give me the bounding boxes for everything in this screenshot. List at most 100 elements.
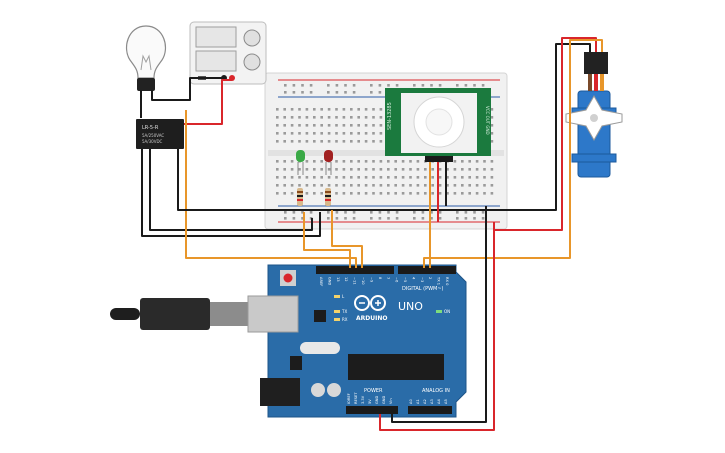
- wire-led-red[interactable]: [331, 210, 363, 268]
- breadboard-hole: [431, 168, 434, 171]
- breadboard-hole: [342, 124, 346, 127]
- wire-ground-servo[interactable]: [177, 43, 591, 211]
- breadboard-hole: [350, 184, 353, 187]
- wire-servo-signal[interactable]: [423, 39, 603, 268]
- breadboard-hole: [424, 168, 427, 171]
- wire-relay-signal[interactable]: [185, 110, 357, 268]
- led-green[interactable]: [296, 150, 305, 175]
- breadboard-hole: [276, 140, 279, 143]
- servo-mount-bottom: [571, 153, 617, 163]
- atmega-chip: [348, 354, 444, 380]
- breadboard-hole: [481, 211, 485, 214]
- led-red[interactable]: [324, 150, 333, 175]
- breadboard-hole: [438, 192, 442, 195]
- breadboard-hole: [276, 124, 279, 127]
- breadboard-hole: [305, 160, 309, 163]
- breadboard-hole: [320, 160, 323, 163]
- breadboard-hole: [387, 211, 390, 214]
- breadboard-hole: [481, 217, 485, 220]
- breadboard-hole: [387, 176, 390, 179]
- wire-led-green[interactable]: [303, 212, 351, 268]
- breadboard-hole: [335, 168, 338, 171]
- wire-5v-rail[interactable]: [379, 222, 495, 431]
- wire-gnd-rail[interactable]: [391, 206, 487, 423]
- breadboard-hole: [335, 140, 338, 143]
- wires[interactable]: [140, 37, 603, 431]
- dc-barrel-jack[interactable]: [260, 378, 300, 406]
- analog-header[interactable]: [408, 406, 452, 414]
- breadboard-hole: [290, 140, 294, 143]
- breadboard-hole: [350, 160, 353, 163]
- current-display: [195, 50, 237, 72]
- breadboard-hole: [364, 132, 368, 135]
- pin-label: ~10: [361, 277, 365, 285]
- breadboard-hole: [313, 108, 316, 111]
- reset-button[interactable]: [283, 273, 293, 283]
- voltage-knob[interactable]: [243, 29, 261, 47]
- wire-relay-ground-2[interactable]: [141, 149, 321, 237]
- breadboard-hole: [438, 211, 442, 214]
- wire-relay-supply[interactable]: [184, 79, 232, 125]
- pin-label: 4: [411, 277, 415, 280]
- breadboard-hole: [490, 160, 494, 163]
- breadboard-hole: [379, 132, 383, 135]
- breadboard-hole: [387, 217, 390, 220]
- breadboard-hole: [394, 176, 397, 179]
- breadboard-hole: [387, 160, 390, 163]
- breadboard-hole: [464, 211, 468, 214]
- breadboard-hole: [344, 91, 347, 94]
- capacitor-2: [327, 383, 341, 397]
- breadboard-hole: [372, 176, 375, 179]
- breadboard-hole: [431, 184, 434, 187]
- breadboard-hole: [298, 116, 301, 119]
- breadboard-hole: [438, 176, 442, 179]
- digital-header-right[interactable]: [398, 266, 456, 274]
- breadboard-hole: [283, 168, 286, 171]
- breadboard-hole: [309, 91, 313, 94]
- svg-text:TX: TX: [341, 309, 347, 314]
- breadboard-hole: [335, 192, 338, 195]
- usb-b-port[interactable]: [247, 295, 299, 333]
- breadboard-hole: [453, 168, 457, 171]
- wire-bulb-supply[interactable]: [151, 77, 224, 101]
- breadboard-hole: [475, 168, 479, 171]
- breadboard-hole: [283, 160, 286, 163]
- breadboard-hole: [364, 116, 368, 119]
- power-supply[interactable]: [189, 21, 267, 85]
- breadboard-hole: [352, 84, 356, 87]
- breadboard-hole: [357, 160, 360, 163]
- relay-name: LR-5-R: [142, 125, 159, 131]
- resistor-1[interactable]: [297, 188, 303, 206]
- light-bulb[interactable]: [125, 25, 167, 91]
- breadboard-hole: [301, 211, 304, 214]
- digital-header-left[interactable]: [316, 266, 394, 274]
- breadboard-hole: [327, 140, 331, 143]
- breadboard-hole: [379, 184, 383, 187]
- breadboard-hole: [327, 176, 331, 179]
- pir-lens: [425, 108, 453, 136]
- pir-sensor[interactable]: SEN-13285 VCC OUT GND: [385, 88, 491, 162]
- pin-label: 3.3V: [361, 395, 365, 404]
- wire-relay-ground-1[interactable]: [149, 149, 313, 231]
- power-header[interactable]: [346, 406, 398, 414]
- breadboard-hole: [357, 132, 360, 135]
- current-knob[interactable]: [243, 53, 261, 71]
- servo-motor[interactable]: [565, 52, 623, 178]
- relay-spec-ac: 5A/250VAC: [142, 133, 164, 138]
- resistor-2[interactable]: [325, 188, 331, 206]
- breadboard-hole: [276, 168, 279, 171]
- usb-cable[interactable]: [110, 298, 250, 330]
- relay[interactable]: LR-5-R 5A/250VAC 5A/30VDC: [136, 119, 184, 149]
- breadboard-hole: [335, 184, 338, 187]
- breadboard-hole: [413, 84, 416, 87]
- breadboard-hole: [283, 124, 286, 127]
- pin-label: 13: [336, 277, 340, 282]
- breadboard-hole: [490, 116, 494, 119]
- breadboard-hole: [453, 184, 457, 187]
- pin-label: 7: [386, 277, 390, 279]
- breadboard-hole: [456, 211, 459, 214]
- pin-label: 12: [344, 277, 348, 282]
